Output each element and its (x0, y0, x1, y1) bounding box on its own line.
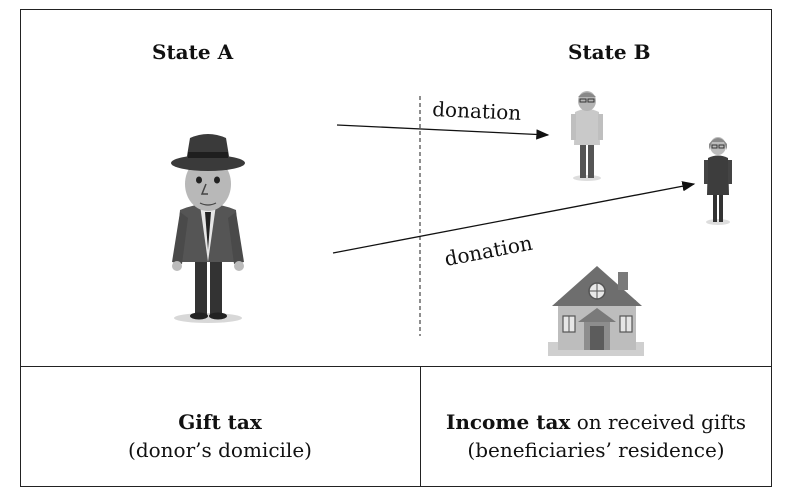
gift-tax-subtitle: (donor’s domicile) (128, 438, 312, 462)
gift-tax-title: Gift tax (178, 410, 262, 434)
income-tax-cell: Income tax on received gifts (beneficiar… (420, 408, 772, 464)
donation-arrow-2 (332, 181, 696, 254)
state-b-heading: State B (568, 40, 651, 64)
income-tax-title-rest: on received gifts (570, 410, 747, 434)
donation-label-2: donation (442, 231, 534, 271)
gift-tax-cell: Gift tax (donor’s domicile) (20, 408, 420, 464)
donor-man-icon (171, 134, 245, 323)
income-tax-subtitle: (beneficiaries’ residence) (467, 438, 725, 462)
beneficiary-woman-icon (704, 137, 732, 225)
state-a-heading: State A (152, 40, 234, 64)
bottom-vertical-divider (420, 366, 421, 487)
donation-label-1: donation (432, 97, 522, 125)
income-tax-title: Income tax (445, 410, 571, 434)
beneficiary-man-icon (571, 91, 603, 181)
horizontal-divider (20, 366, 772, 367)
donation-arrow-1 (336, 124, 550, 140)
diagram-frame (20, 9, 772, 487)
house-icon (548, 266, 644, 356)
